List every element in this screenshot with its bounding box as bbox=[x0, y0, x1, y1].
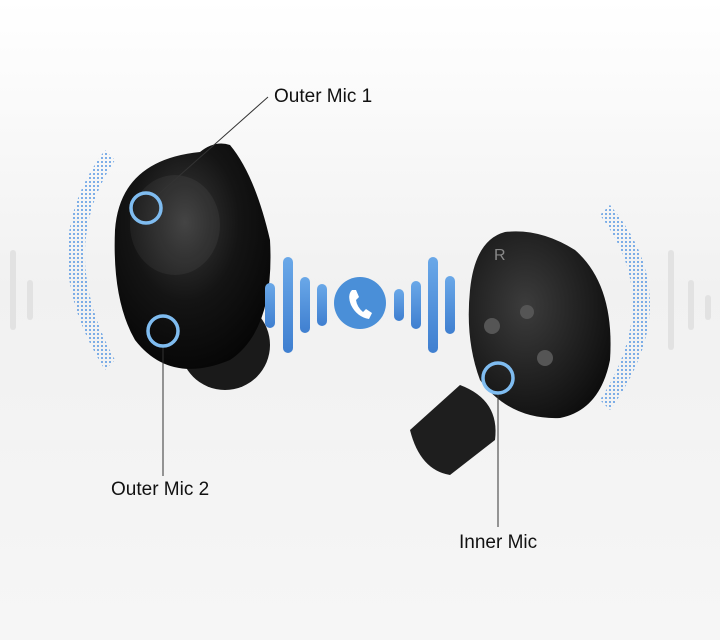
faint-bars bbox=[10, 250, 711, 350]
right-sound-arc bbox=[600, 205, 650, 410]
right-earbud: R bbox=[410, 231, 611, 475]
outer-mic-2-marker bbox=[146, 314, 180, 348]
phone-call-icon bbox=[334, 277, 386, 329]
outer-mic-1-label: Outer Mic 1 bbox=[274, 86, 373, 107]
inner-mic-label: Inner Mic bbox=[459, 532, 538, 553]
voice-waveform bbox=[265, 257, 455, 353]
left-sound-arc bbox=[67, 150, 115, 370]
earbud-r-mark: R bbox=[494, 247, 506, 264]
left-earbud bbox=[114, 143, 271, 390]
outer-mic-1-leader bbox=[151, 96, 269, 201]
outer-mic-2-label: Outer Mic 2 bbox=[111, 479, 210, 500]
outer-mic-1-marker bbox=[129, 191, 163, 225]
inner-mic-marker bbox=[481, 361, 515, 395]
